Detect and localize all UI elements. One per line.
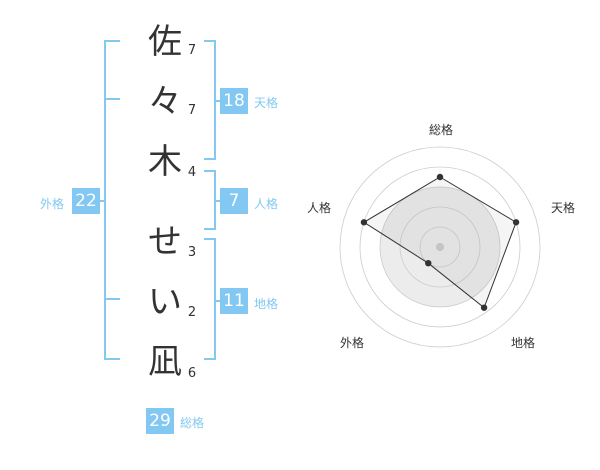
radar-axis-label-chikaku: 地格 [510, 336, 535, 350]
radar-center [436, 243, 444, 251]
radar-ring [359, 166, 521, 328]
tenkaku-bracket-connector [214, 100, 222, 102]
chikaku-badge: 11 [220, 288, 248, 314]
gaikaku-bracket-connector [99, 200, 106, 202]
soukaku-badge: 29 [146, 408, 174, 434]
gaikaku-badge: 22 [72, 188, 100, 214]
name-char-2: 々 [148, 82, 182, 122]
name-char-4: せ [148, 222, 182, 262]
chikaku-label: 地格 [254, 297, 279, 311]
radar-axis-label-gaikaku: 外格 [339, 336, 364, 350]
radar-point [436, 173, 444, 181]
tenkaku-badge: 18 [220, 88, 248, 114]
radar-series [362, 176, 517, 309]
name-char-1: 佐 [148, 22, 182, 62]
jinkaku-badge: 7 [220, 188, 248, 214]
gaikaku-bracket-tick [104, 298, 120, 300]
radar-ring [399, 206, 481, 288]
jinkaku-label: 人格 [254, 197, 279, 211]
stroke-count-4: 3 [187, 245, 197, 260]
tenkaku-label: 天格 [254, 96, 279, 110]
stroke-count-2: 7 [187, 103, 197, 118]
jinkaku-bracket-connector [214, 200, 222, 202]
name-char-5: い [148, 282, 182, 322]
stroke-count-3: 4 [187, 165, 197, 180]
radar-point [360, 219, 368, 226]
radar-axis-label-soukaku: 総格 [428, 123, 453, 137]
stroke-count-6: 6 [187, 366, 197, 381]
radar-axis-label-jinkaku: 人格 [306, 201, 331, 215]
name-char-6: 凪 [148, 342, 182, 382]
stroke-count-5: 2 [187, 305, 197, 320]
chikaku-bracket [204, 238, 216, 360]
chikaku-bracket-connector [214, 300, 222, 302]
name-char-3: 木 [148, 142, 182, 182]
stroke-count-1: 7 [187, 43, 197, 58]
radar-ring [339, 146, 541, 348]
radar-point [512, 219, 520, 226]
gaikaku-bracket-tick [104, 98, 120, 100]
radar-point [480, 304, 488, 311]
soukaku-label: 総格 [180, 416, 205, 430]
gaikaku-label: 外格 [40, 197, 65, 211]
radar-axis-label-tenkaku: 天格 [550, 201, 575, 215]
radar-point [425, 259, 432, 267]
radar-ring [419, 226, 461, 268]
